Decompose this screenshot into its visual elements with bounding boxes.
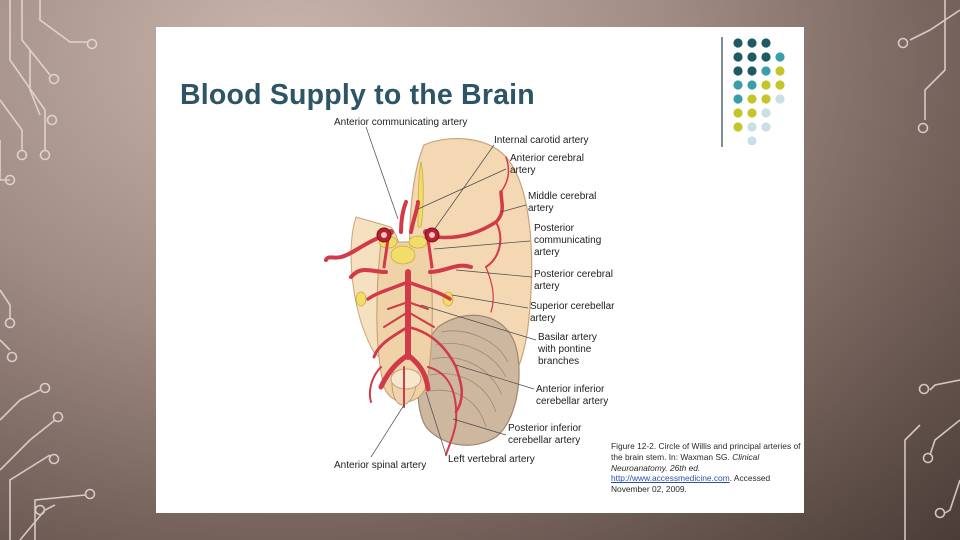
caption-citation: Clinical Neuroanatomy. 26th ed.: [611, 451, 760, 473]
cerebellum: [417, 314, 520, 446]
label-basilar-artery: Basilar artery with pontine branches: [538, 332, 597, 367]
label-anterior-communicating-artery: Anterior communicating artery: [334, 117, 468, 128]
label-middle-cerebral-artery: Middle cerebral artery: [528, 191, 597, 214]
label-anterior-spinal-artery: Anterior spinal artery: [334, 460, 427, 471]
slide-card: Blood Supply to the Brain Anterior commu…: [156, 27, 804, 513]
caption-accessed: . Accessed November 02, 2009.: [611, 473, 771, 495]
label-anterior-inferior-cerebellar-artery: Anterior inferior cerebellar artery: [536, 384, 609, 407]
label-superior-cerebellar-artery: Superior cerebellar artery: [530, 301, 615, 324]
label-posterior-inferior-cerebellar-artery: Posterior inferior cerebellar artery: [508, 423, 582, 446]
divider-line: [721, 37, 723, 147]
figure-caption: Figure 12-2. Circle of Willis and princi…: [611, 441, 801, 495]
label-internal-carotid-artery: Internal carotid artery: [494, 135, 589, 146]
label-left-vertebral-artery: Left vertebral artery: [448, 454, 535, 465]
label-posterior-cerebral-artery: Posterior cerebral artery: [534, 269, 613, 292]
label-anterior-cerebral-artery: Anterior cerebral artery: [510, 153, 584, 176]
brain-illustration: [324, 126, 537, 458]
spinal-cord-section: [390, 368, 422, 390]
caption-link[interactable]: http://www.accessmedicine.com: [611, 473, 730, 484]
caption-text: Figure 12-2. Circle of Willis and princi…: [611, 441, 801, 462]
slide-title: Blood Supply to the Brain: [180, 79, 535, 111]
label-posterior-communicating-artery: Posterior communicating artery: [534, 223, 602, 258]
dot-pattern: [733, 38, 785, 145]
